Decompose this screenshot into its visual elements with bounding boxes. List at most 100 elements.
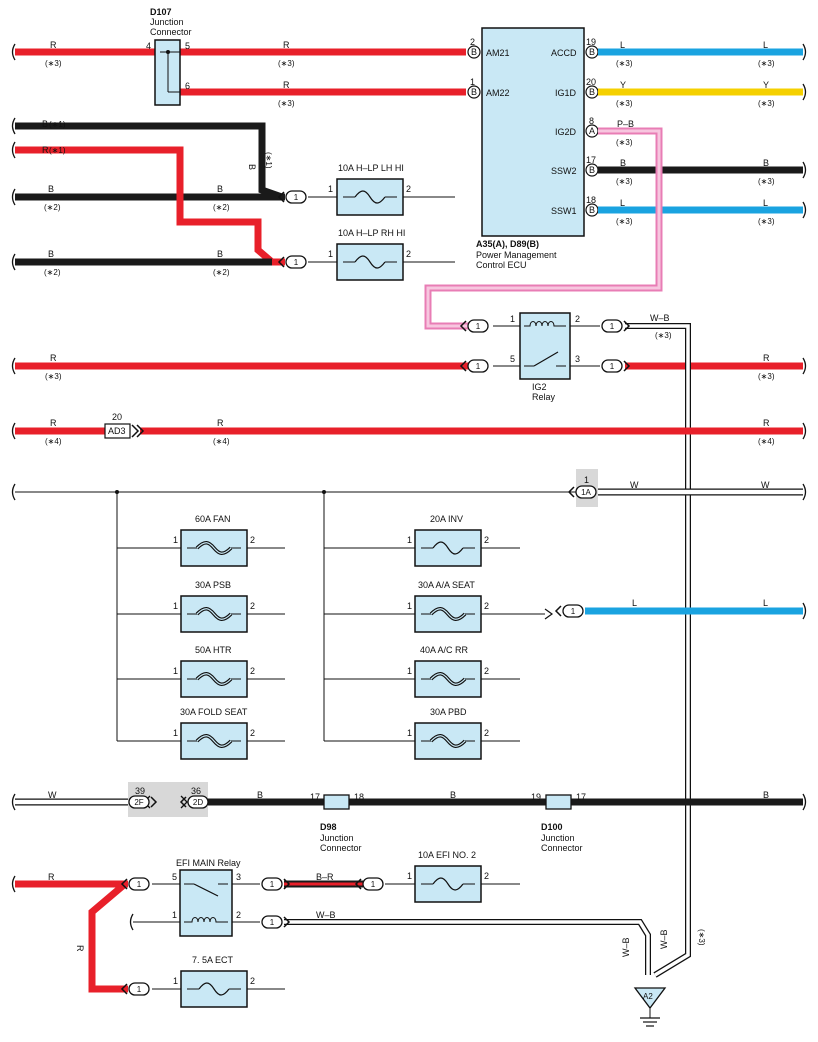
note-3: (∗3) [758, 99, 775, 108]
svg-text:2: 2 [484, 728, 489, 738]
ecu-pin: 18 [586, 195, 596, 205]
svg-text:1: 1 [476, 322, 481, 331]
wire-label: R [50, 353, 57, 363]
ecu-id: A35(A), D89(B) [476, 239, 539, 249]
pin: 20 [112, 412, 122, 422]
wire-label: B [257, 790, 263, 800]
note-3: (∗3) [758, 177, 775, 186]
left-brackets [11, 43, 134, 931]
svg-text:2D: 2D [193, 798, 203, 807]
note-3: (∗3) [278, 99, 295, 108]
svg-text:19: 19 [531, 792, 541, 802]
badge-b: B [589, 205, 595, 215]
connector-pill: 1 [554, 604, 584, 618]
ecu-ssw2: SSW2 [551, 166, 577, 176]
note-1: (∗1) [49, 120, 66, 129]
d98-connector: 17 18 D98 Junction Connector [310, 792, 364, 853]
connector-pill: 1 [354, 877, 384, 891]
connector-pill: 2D [179, 795, 209, 809]
wire-b-1 [15, 122, 285, 201]
d107-pin5: 5 [185, 41, 190, 51]
ecu-ssw1: SSW1 [551, 206, 577, 216]
wire-label: L [620, 40, 625, 50]
d107-id: D107 [150, 7, 172, 17]
ecu-pin: 17 [586, 155, 596, 165]
wire-label: R [217, 418, 224, 428]
badge-b: B [589, 165, 595, 175]
svg-text:17: 17 [576, 792, 586, 802]
svg-text:1: 1 [173, 535, 178, 545]
note-3: (∗3) [45, 372, 62, 381]
svg-text:18: 18 [354, 792, 364, 802]
svg-text:2: 2 [484, 601, 489, 611]
wire-label: B [48, 249, 54, 259]
power-management-ecu: AM21 AM22 ACCD IG1D IG2D SSW2 SSW1 A35(A… [476, 27, 585, 270]
fuse-inv [414, 529, 482, 567]
note-3: (∗3) [616, 59, 633, 68]
svg-text:1: 1 [294, 193, 299, 202]
svg-text:1: 1 [476, 362, 481, 371]
ecu-pin: 20 [586, 77, 596, 87]
svg-text:17: 17 [310, 792, 320, 802]
wire-label: B [217, 184, 223, 194]
svg-text:1: 1 [407, 535, 412, 545]
pin: 39 [135, 786, 145, 796]
note-3: (∗3) [758, 372, 775, 381]
wire-label: W–B [621, 937, 631, 957]
fuse-label: 10A EFI NO. 2 [418, 850, 476, 860]
wire-label: B [450, 790, 456, 800]
connector-pill: 2F [128, 795, 158, 809]
wire-label: L [620, 198, 625, 208]
svg-text:1: 1 [173, 666, 178, 676]
d98-id: D98 [320, 822, 337, 832]
fuse-hlp-lh [336, 178, 404, 216]
fuse-label: 30A PSB [195, 580, 231, 590]
svg-text:2: 2 [250, 666, 255, 676]
d100-name2: Connector [541, 843, 583, 853]
badge-a: A [589, 126, 595, 136]
note-3: (∗3) [616, 138, 633, 147]
wire-label: B [763, 790, 769, 800]
pin: 1 [328, 184, 333, 194]
pin: 2 [406, 184, 411, 194]
ecu-am22: AM22 [486, 88, 510, 98]
pin: 1 [328, 249, 333, 259]
wire-label: L [763, 198, 768, 208]
svg-text:1: 1 [407, 666, 412, 676]
ig2-name2: Relay [532, 392, 556, 402]
wire-label: L [763, 40, 768, 50]
ecu-accd: ACCD [551, 48, 577, 58]
note-3: (∗3) [697, 929, 706, 946]
wire-label: R [75, 945, 85, 952]
wire-wb-efi-ground [284, 919, 651, 975]
wire-label: Y [763, 80, 769, 90]
fuse-efi-no2 [414, 865, 482, 903]
right-brackets [802, 43, 807, 811]
wire-label: B–R [316, 872, 334, 882]
note-2: (∗2) [44, 203, 61, 212]
fuse-label: 7. 5A ECT [192, 955, 234, 965]
svg-text:1: 1 [294, 258, 299, 267]
fuse-label: 20A INV [430, 514, 463, 524]
fuse-psb [179, 594, 249, 634]
connector-pill: 1 [459, 359, 489, 373]
ecu-pin: 2 [470, 37, 475, 47]
fuse-fan [179, 528, 249, 568]
fuse-label: 10A H–LP RH HI [338, 228, 405, 238]
d107-connector: D107 Junction Connector 4 5 6 [146, 7, 192, 106]
wire-label: R [48, 872, 55, 882]
fuse-label: 30A PBD [430, 707, 467, 717]
wire-label: B [42, 119, 48, 129]
pin: 1 [173, 976, 178, 986]
pin: 36 [191, 786, 201, 796]
d107-name2: Connector [150, 27, 192, 37]
wire-label: W [761, 480, 770, 490]
ig2-relay: IG2 Relay 1 2 5 3 [493, 312, 600, 402]
note-3: (∗3) [616, 217, 633, 226]
svg-text:1: 1 [270, 880, 275, 889]
note-4: (∗4) [45, 437, 62, 446]
wire-label: W–B [316, 910, 336, 920]
wire-label: R [763, 418, 770, 428]
